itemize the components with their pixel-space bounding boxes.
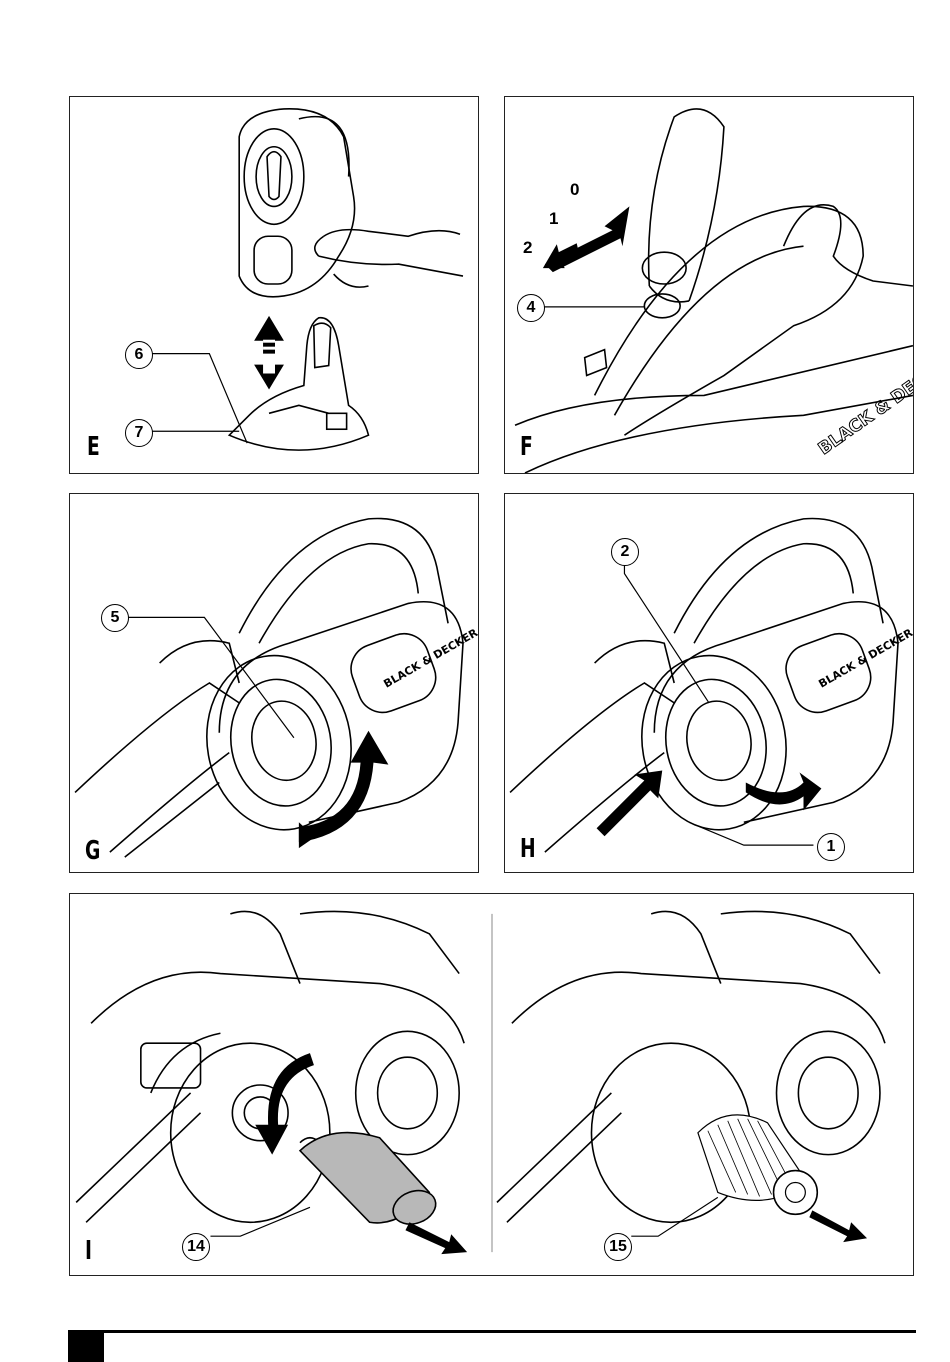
footer-rule [68, 1330, 916, 1333]
svg-text:BLACK & DECKER: BLACK & DECKER [814, 348, 913, 459]
callout-15: 15 [604, 1233, 632, 1261]
figure-h-illustration: BLACK & DECKER [505, 494, 913, 872]
figure-g-panel: BLACK & DECKER 5 G [69, 493, 479, 873]
switch-position-0: 0 [570, 180, 579, 200]
figure-letter-h: H [520, 836, 536, 862]
figure-letter-e: E [87, 434, 100, 460]
callout-5: 5 [101, 604, 129, 632]
rotate-arrow-icon [299, 731, 389, 848]
figure-f-panel: BLACK & DECKER 0 1 2 4 F [504, 96, 914, 474]
callout-14: 14 [182, 1233, 210, 1261]
callout-7: 7 [125, 419, 153, 447]
switch-position-1: 1 [549, 209, 558, 229]
figure-letter-f: F [520, 434, 533, 460]
pull-arrow-icon [405, 1222, 467, 1254]
pull-arrow-icon [809, 1210, 867, 1242]
footer-page-tab [68, 1331, 104, 1362]
callout-6: 6 [125, 341, 153, 369]
double-arrow-icon [254, 316, 284, 390]
switch-position-2: 2 [523, 238, 532, 258]
figure-letter-i: I [85, 1238, 92, 1264]
filter-element-14 [300, 1133, 440, 1230]
brand-logo: BLACK & DECKER [814, 348, 913, 459]
figure-i-panel: 14 15 I [69, 893, 914, 1276]
figure-f-illustration: BLACK & DECKER [505, 97, 913, 473]
figure-h-panel: BLACK & DECKER 2 1 H [504, 493, 914, 873]
figure-g-illustration: BLACK & DECKER [70, 494, 478, 872]
figure-e-illustration [70, 97, 478, 473]
rotate-arrow-icon [746, 773, 822, 811]
callout-4: 4 [517, 294, 545, 322]
figure-i-illustration [70, 894, 913, 1275]
callout-1: 1 [817, 833, 845, 861]
figure-e-panel: 6 7 E [69, 96, 479, 474]
figure-letter-g: G [85, 838, 100, 864]
callout-2: 2 [611, 538, 639, 566]
